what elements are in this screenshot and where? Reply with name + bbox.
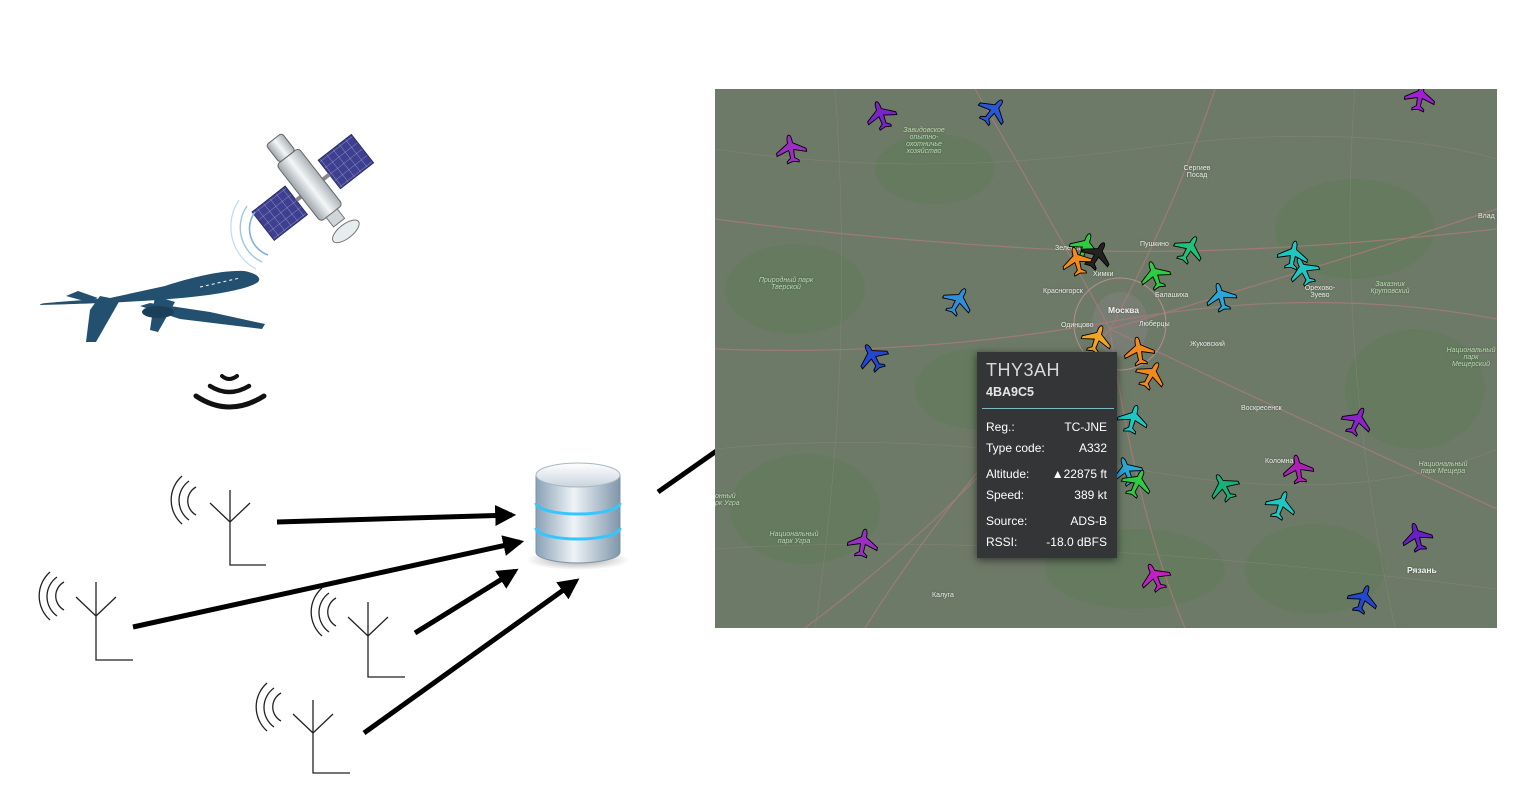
map-label-zakaznik: Заказник Крутовский (1370, 281, 1410, 295)
map-label-vlad: Влад (1478, 213, 1495, 220)
aircraft-marker-icon[interactable] (1281, 453, 1315, 486)
aircraft-info-popup[interactable]: THY3AH 4BA9C5 Reg.: TC-JNE Type code: A3… (977, 352, 1117, 558)
popup-value: A332 (1078, 441, 1107, 455)
antenna-icon (310, 587, 405, 678)
popup-hex-code: 4BA9C5 (986, 385, 1034, 399)
popup-value: 389 kt (1074, 488, 1107, 502)
map-label-odintsovo: Одинцово (1061, 322, 1094, 329)
popup-key: Source: (986, 514, 1028, 528)
popup-key: Reg.: (986, 420, 1015, 434)
database-icon (526, 462, 630, 570)
antenna-icon (170, 475, 266, 566)
aircraft-marker-icon[interactable] (1135, 558, 1174, 596)
map-label-kolomna: Коломна (1265, 458, 1294, 465)
popup-key: Type code: (986, 441, 1045, 455)
popup-key: Altitude: (986, 467, 1030, 481)
aircraft-marker-icon[interactable] (1169, 229, 1209, 268)
popup-key: RSSI: (986, 535, 1018, 549)
map-label-balashikha: Балашиха (1155, 292, 1189, 299)
popup-callsign: THY3AH (986, 360, 1061, 380)
aircraft-marker-icon[interactable] (1344, 581, 1382, 618)
map-label-orekhovo: Орехово-Зуево (1304, 285, 1336, 299)
map-label-park-meschera2: Национальный парк Мещера (1418, 461, 1468, 475)
popup-divider (982, 408, 1114, 409)
map-label-lyubertsy: Люберцы (1139, 321, 1170, 328)
map-label-moscow: Москва (1108, 305, 1139, 315)
map-label-ugra-left: онный рк Угра (715, 493, 740, 507)
map-label-voskresensk: Воскресенск (1241, 405, 1282, 412)
aircraft-marker-icon[interactable] (1077, 235, 1117, 274)
map-label-sergiev-posad: Сергиев Посад (1183, 165, 1211, 179)
aircraft-marker-icon[interactable] (1078, 321, 1116, 358)
aircraft-marker-icon[interactable] (862, 97, 900, 134)
popup-value: ADS-B (1070, 514, 1107, 528)
aircraft-marker-icon[interactable] (1284, 252, 1323, 290)
aircraft-marker-icon[interactable] (1117, 464, 1156, 502)
map-label-krasnogorsk: Красногорск (1043, 288, 1083, 295)
antenna-icon (255, 682, 350, 774)
airplane-icon (40, 270, 265, 342)
satellite-icon (230, 133, 375, 270)
aircraft-marker-icon[interactable] (973, 91, 1014, 132)
map-label-park-ugra: Национальный парк Угра (769, 531, 819, 545)
aircraft-layer (774, 89, 1437, 618)
map-label-khimki: Химки (1093, 271, 1114, 278)
map-label-park-meschera: Национальный парк Мещерский (1446, 347, 1496, 368)
aircraft-marker-icon[interactable] (1204, 467, 1244, 506)
data-flow-arrows (132, 409, 776, 736)
popup-key: Speed: (986, 488, 1025, 502)
aircraft-marker-icon[interactable] (938, 281, 978, 320)
map-label-pushkino: Пушкино (1140, 241, 1169, 248)
aircraft-marker-icon[interactable] (846, 527, 880, 560)
aircraft-marker-icon[interactable] (1059, 244, 1095, 279)
map-label-zhukovsky: Жуковский (1190, 341, 1225, 348)
aircraft-marker-icon[interactable] (1203, 280, 1239, 315)
map-label-zavidovo: Завидовское опытно-охотничье хозяйство (903, 127, 945, 155)
aircraft-marker-icon[interactable] (1122, 335, 1156, 368)
popup-value: TC-JNE (1064, 420, 1107, 434)
aircraft-marker-icon[interactable] (1262, 487, 1300, 524)
map-label-kaluga: Калуга (932, 592, 954, 599)
aircraft-marker-icon[interactable] (853, 337, 893, 376)
aircraft-marker-icon[interactable] (1399, 520, 1435, 555)
antenna-icon (38, 571, 133, 661)
aircraft-marker-icon[interactable] (1136, 257, 1174, 294)
aircraft-marker-icon[interactable] (1276, 239, 1310, 272)
popup-value: ▲22875 ft (1051, 467, 1107, 481)
aircraft-marker-icon[interactable] (774, 133, 808, 166)
aircraft-marker-icon[interactable] (1115, 402, 1151, 437)
map-label-ryazan: Рязань (1407, 565, 1437, 575)
popup-value: -18.0 dBFS (1046, 535, 1107, 549)
wireless-signal-icon (193, 374, 267, 410)
aircraft-marker-icon[interactable] (1337, 402, 1376, 440)
map-label-park-west: Природный парк Тверской (758, 277, 814, 291)
aircraft-marker-icon[interactable] (1403, 89, 1437, 113)
aircraft-marker-icon[interactable] (1131, 355, 1171, 394)
